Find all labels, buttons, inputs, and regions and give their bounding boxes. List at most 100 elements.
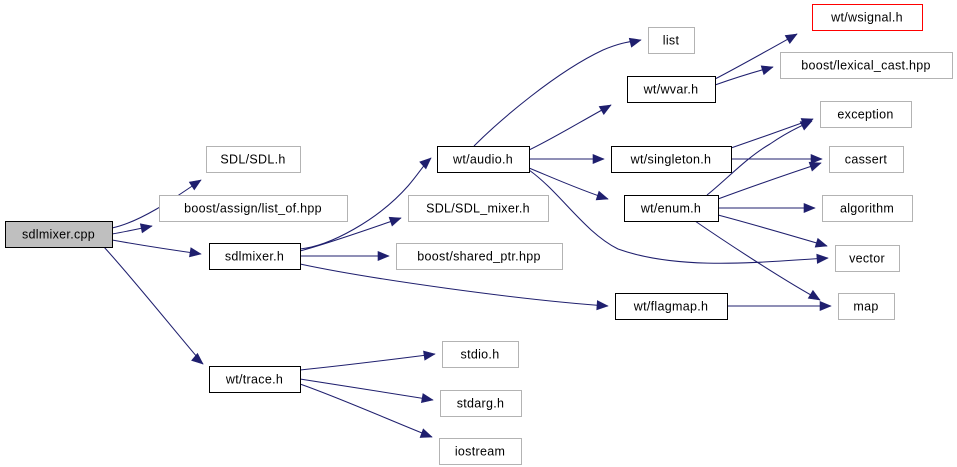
arrowhead (420, 393, 434, 404)
node-label: exception (837, 107, 893, 121)
node-algorithm[interactable]: algorithm (822, 195, 913, 222)
node-label: wt/singleton.h (630, 152, 712, 166)
node-label: stdarg.h (457, 396, 505, 410)
arrowhead (595, 190, 609, 201)
node-boost_shared_ptr[interactable]: boost/shared_ptr.hpp (396, 243, 563, 270)
node-exception[interactable]: exception (820, 101, 912, 128)
arrowhead (419, 157, 432, 170)
edge-wt_audio_h-to-wt_enum_h (528, 167, 609, 200)
node-label: SDL/SDL.h (220, 152, 285, 166)
node-label: boost/lexical_cast.hpp (801, 58, 931, 72)
node-box (206, 146, 301, 173)
arrowhead (799, 120, 813, 131)
node-box (835, 245, 900, 272)
node-box (838, 293, 895, 320)
node-box (408, 195, 549, 222)
edge-sdlmixer_h-to-wt_flagmap_h (299, 263, 609, 307)
node-label: map (853, 299, 878, 313)
node-box (437, 146, 530, 173)
node-wt_wsignal_h[interactable]: wt/wsignal.h (812, 4, 923, 31)
node-label: wt/wsignal.h (830, 10, 903, 24)
node-box (780, 52, 953, 79)
node-box (159, 195, 348, 222)
arrowhead (807, 289, 821, 301)
node-label: algorithm (840, 201, 894, 215)
node-box (396, 243, 563, 270)
edge-wt_trace_h-to-iostream (299, 383, 433, 438)
node-sdl_mixer_h[interactable]: SDL/SDL_mixer.h (408, 195, 549, 222)
edge-wt_audio_h-to-list (473, 39, 642, 147)
edge-wt_audio_h-to-vector (528, 169, 829, 264)
arrowheads-layer (139, 33, 832, 438)
arrowhead (388, 216, 402, 227)
node-sdlmixer_cpp[interactable]: sdlmixer.cpp (5, 221, 113, 248)
edge-wt_trace_h-to-stdarg_h (299, 378, 434, 401)
node-label: wt/trace.h (225, 372, 283, 386)
node-box (439, 438, 522, 465)
node-box (209, 366, 301, 393)
arrowhead (139, 223, 153, 234)
node-map[interactable]: map (838, 293, 895, 320)
node-box (812, 4, 923, 31)
node-label: sdlmixer.cpp (22, 227, 95, 241)
node-stdio_h[interactable]: stdio.h (442, 341, 519, 368)
arrowhead (419, 428, 433, 438)
node-stdarg_h[interactable]: stdarg.h (440, 390, 522, 417)
node-vector[interactable]: vector (835, 245, 900, 272)
node-label: sdlmixer.h (225, 249, 284, 263)
arrowhead (423, 350, 436, 361)
node-label: vector (849, 251, 885, 265)
node-iostream[interactable]: iostream (439, 438, 522, 465)
arrowhead (810, 153, 823, 165)
edge-wt_audio_h-to-wt_wvar_h (528, 104, 612, 151)
node-boost_lexical[interactable]: boost/lexical_cast.hpp (780, 52, 953, 79)
node-wt_wvar_h[interactable]: wt/wvar.h (627, 76, 716, 103)
node-wt_singleton_h[interactable]: wt/singleton.h (611, 146, 732, 173)
node-wt_enum_h[interactable]: wt/enum.h (624, 195, 719, 222)
edge-wt_enum_h-to-cassert (717, 162, 822, 200)
node-box (440, 390, 522, 417)
edge-wt_trace_h-to-stdio_h (299, 353, 436, 371)
arrowhead (628, 37, 642, 48)
node-box (822, 195, 913, 222)
node-box (5, 221, 113, 248)
arrowhead (808, 161, 822, 172)
node-label: cassert (845, 152, 888, 166)
arrowhead (760, 65, 774, 76)
node-label: wt/audio.h (452, 152, 513, 166)
node-label: list (663, 33, 680, 47)
node-wt_audio_h[interactable]: wt/audio.h (437, 146, 530, 173)
edge-wt_enum_h-to-exception (706, 120, 813, 196)
node-label: iostream (455, 444, 505, 458)
node-box (615, 293, 728, 320)
node-boost_assign[interactable]: boost/assign/list_of.hpp (159, 195, 348, 222)
node-wt_trace_h[interactable]: wt/trace.h (209, 366, 301, 393)
arrowhead (191, 352, 204, 365)
arrowhead (377, 250, 390, 262)
arrowhead (189, 247, 202, 258)
arrowhead (816, 253, 829, 264)
edge-wt_enum_h-to-vector (717, 214, 828, 247)
node-label: wt/flagmap.h (633, 299, 708, 313)
arrowhead (592, 153, 605, 165)
arrowhead (784, 33, 798, 45)
node-wt_flagmap_h[interactable]: wt/flagmap.h (615, 293, 728, 320)
node-cassert[interactable]: cassert (829, 146, 904, 173)
node-list[interactable]: list (648, 27, 695, 54)
node-sdl_sdl_h[interactable]: SDL/SDL.h (206, 146, 301, 173)
node-box (627, 76, 716, 103)
edge-sdlmixer_cpp-to-sdlmixer_h (111, 239, 202, 255)
nodes-layer: sdlmixer.cpp SDL/SDL.h boost/assign/list_o… (5, 4, 953, 465)
node-sdlmixer_h[interactable]: sdlmixer.h (209, 243, 301, 270)
node-label: stdio.h (461, 347, 500, 361)
arrowhead (803, 202, 816, 214)
node-label: wt/enum.h (640, 201, 701, 215)
node-label: boost/shared_ptr.hpp (417, 249, 540, 263)
edge-wt_enum_h-to-map (694, 220, 821, 301)
arrowhead (819, 300, 832, 312)
arrowhead (596, 300, 609, 311)
edge-sdlmixer_cpp-to-wt_trace_h (103, 246, 204, 365)
node-label: SDL/SDL_mixer.h (426, 201, 530, 215)
